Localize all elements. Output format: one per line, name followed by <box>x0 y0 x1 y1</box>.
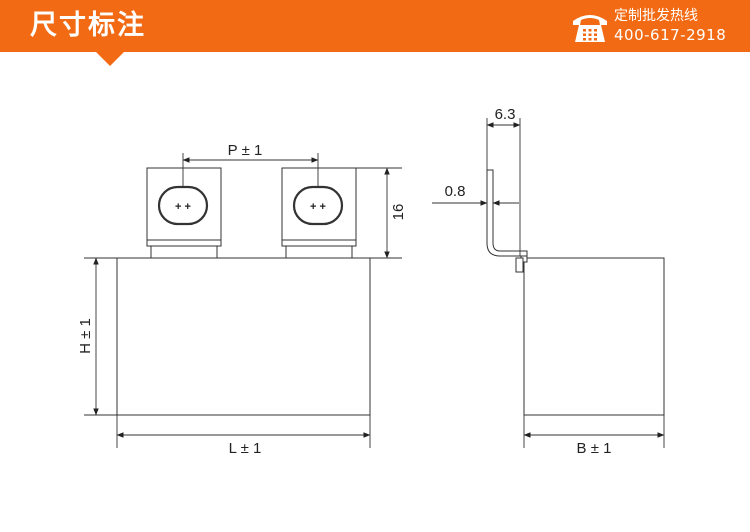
hole-mark-right: + + <box>310 201 326 213</box>
front-view <box>84 153 402 448</box>
dimension-drawing: + + + + P ± 1 16 H ± 1 L ± 1 6.3 0.8 B ±… <box>77 106 665 457</box>
hotline: 定制批发热线 400-617-2918 <box>570 6 746 46</box>
hole-mark-left: + + <box>175 201 191 213</box>
hotline-number: 400-617-2918 <box>614 26 727 44</box>
dim-pitch-label: P ± 1 <box>228 142 263 159</box>
capacitor-body-side <box>523 257 665 416</box>
dim-depth-label: B ± 1 <box>577 440 612 457</box>
dim-terminal-height-label: 16 <box>390 204 407 221</box>
header-notch <box>96 52 124 66</box>
header-bar: 尺寸标注 定制批发热线 400-617-2918 <box>0 0 750 52</box>
dim-tab-thickness-label: 0.8 <box>445 183 466 200</box>
side-view <box>432 118 665 448</box>
capacitor-body-front <box>116 257 371 416</box>
hotline-label: 定制批发热线 <box>614 8 698 24</box>
bent-terminal-tab <box>486 169 528 263</box>
phone-icon <box>573 15 607 42</box>
dim-body-height-label: H ± 1 <box>77 318 94 354</box>
page-title: 尺寸标注 <box>30 10 146 41</box>
dim-length-label: L ± 1 <box>229 440 262 457</box>
dim-tab-width-label: 6.3 <box>495 106 516 123</box>
